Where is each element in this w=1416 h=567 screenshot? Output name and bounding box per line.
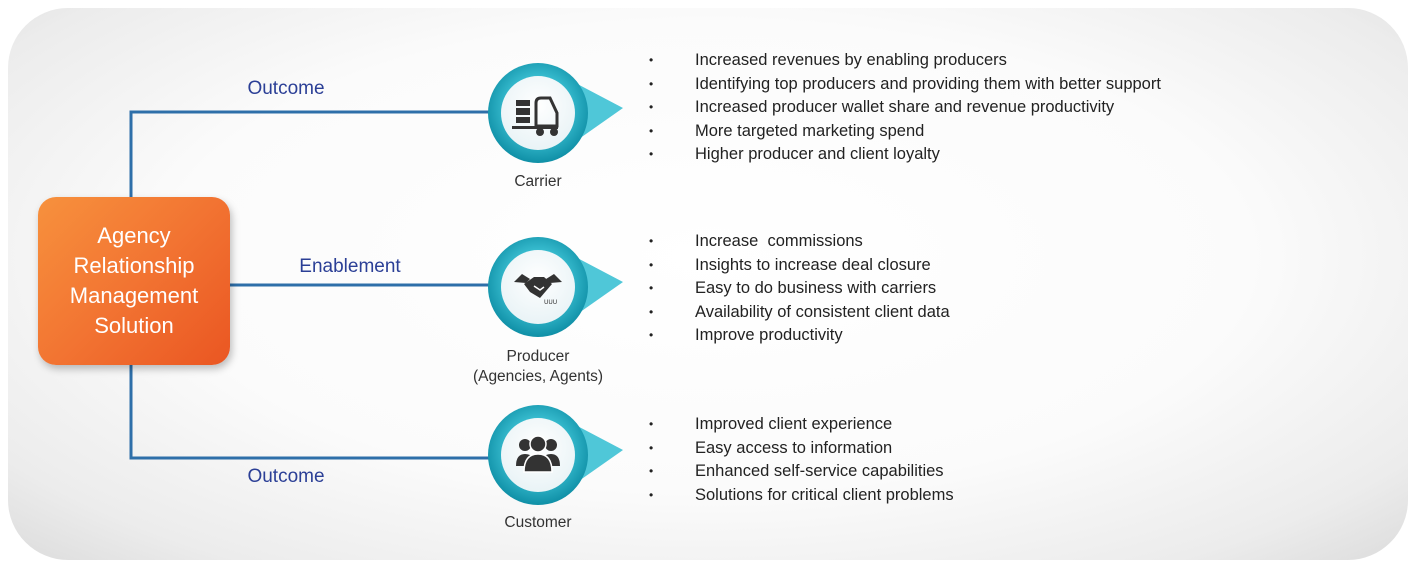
bullet-dot: • (649, 100, 654, 115)
bullet-dot: • (649, 76, 654, 91)
solution-label: Agency Relationship Management Solution (69, 223, 199, 338)
list-item: •Solutions for critical client problems (645, 484, 954, 508)
bullet-dot: • (649, 257, 654, 272)
carrier-node (478, 58, 628, 168)
list-item: •Improved client experience (645, 413, 954, 437)
bullet-dot: • (649, 147, 654, 162)
carrier-bullet-list: •Increased revenues by enabling producer… (645, 49, 1161, 167)
list-item: •Increase commissions (645, 230, 950, 254)
list-item: •Enhanced self-service capabilities (645, 460, 954, 484)
bullet-dot: • (649, 53, 654, 67)
bullet-dot: • (649, 328, 654, 343)
bullet-dot: • (649, 487, 654, 502)
list-item: •Insights to increase deal closure (645, 254, 950, 278)
edge-label-outcome-bottom: Outcome (247, 466, 325, 487)
solution-box: Agency Relationship Management Solution (38, 197, 230, 365)
producer-bullet-list: •Increase commissions •Insights to incre… (645, 230, 950, 348)
edge-label-enablement: Enablement (299, 256, 401, 277)
list-item: •Improve productivity (645, 324, 950, 348)
handshake-icon: UUU (488, 237, 623, 337)
customer-label: Customer (504, 514, 572, 531)
producer-label-title: Producer (506, 348, 570, 365)
list-item: •Easy access to information (645, 437, 954, 461)
customer-bullet-list: •Improved client experience •Easy access… (645, 413, 954, 507)
bullet-dot: • (649, 464, 654, 479)
bullet-dot: • (649, 234, 654, 248)
list-item: •Higher producer and client loyalty (645, 143, 1161, 167)
forklift-icon (488, 63, 623, 163)
producer-node: UUU (478, 232, 628, 342)
carrier-label: Carrier (514, 173, 562, 190)
list-item: •Increased producer wallet share and rev… (645, 96, 1161, 120)
customer-node (478, 400, 628, 510)
bullet-dot: • (649, 304, 654, 319)
list-item: •More targeted marketing spend (645, 120, 1161, 144)
list-item: •Easy to do business with carriers (645, 277, 950, 301)
list-item: •Identifying top producers and providing… (645, 73, 1161, 97)
list-item: •Availability of consistent client data (645, 301, 950, 325)
bullet-dot: • (649, 123, 654, 138)
list-item: •Increased revenues by enabling producer… (645, 49, 1161, 73)
people-group-icon (488, 405, 623, 505)
svg-text:UUU: UUU (544, 299, 557, 306)
bullet-dot: • (649, 440, 654, 455)
producer-label-subtitle: (Agencies, Agents) (472, 368, 604, 385)
producer-label: Producer (Agencies, Agents) (438, 347, 638, 387)
bullet-dot: • (649, 281, 654, 296)
edge-label-outcome-top: Outcome (247, 78, 325, 99)
bullet-dot: • (649, 417, 654, 431)
